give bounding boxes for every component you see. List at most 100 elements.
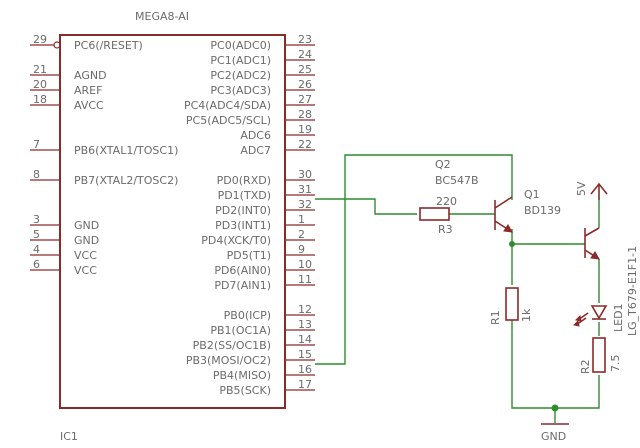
pin-number: 26 <box>298 78 312 91</box>
pin-number: 9 <box>298 243 305 256</box>
pin-name: PB5(SCK) <box>219 384 271 397</box>
wire-pd1-r3 <box>315 198 417 215</box>
pin-name: PD5(T1) <box>227 249 271 262</box>
pin-name: AVCC <box>74 99 104 112</box>
pin-number: 13 <box>298 318 312 331</box>
pin-name: PB1(OC1A) <box>210 324 271 337</box>
pin-number: 23 <box>298 33 312 46</box>
ic-pin-right: 32 PD2(INT0) <box>215 198 315 217</box>
pin-name: PB6(XTAL1/TOSC1) <box>74 144 178 157</box>
pin-number: 8 <box>33 168 40 181</box>
ic-pin-right: 23 PC0(ADC0) <box>210 33 315 52</box>
pin-name: PD7(AIN1) <box>214 279 271 292</box>
pin-number: 16 <box>298 363 312 376</box>
ic-pin-left: 21 AGND <box>30 63 107 82</box>
pin-name: ADC7 <box>240 144 271 157</box>
wires <box>315 154 600 423</box>
pin-name: PD4(XCK/T0) <box>201 234 271 247</box>
pin-name: GND <box>74 219 99 232</box>
ic-pin-right: 9 PD5(T1) <box>227 243 315 262</box>
transistor-q1 <box>584 227 600 260</box>
r2-ref: R2 <box>579 359 592 374</box>
pin-name: GND <box>74 234 99 247</box>
pin-number: 25 <box>298 63 312 76</box>
pin-number: 28 <box>298 108 312 121</box>
q2-ref: Q2 <box>435 158 451 171</box>
pin-name: PC5(ADC5/SCL) <box>186 114 271 127</box>
r3-ref: R3 <box>438 223 453 236</box>
ic-pin-right: 27 PC4(ADC4/SDA) <box>184 93 315 112</box>
ic-pin-right: 17 PB5(SCK) <box>219 378 315 397</box>
pin-number: 15 <box>298 348 312 361</box>
ground-label: GND <box>541 430 566 443</box>
pin-number: 14 <box>298 333 312 346</box>
ic-body <box>59 34 286 409</box>
pin-name: AREF <box>74 84 102 97</box>
resistor-r3 <box>419 207 450 221</box>
resistor-r1 <box>505 287 519 321</box>
ic-pin-right: 26 PC3(ADC3) <box>210 78 315 97</box>
wire-q2-q1 <box>511 229 585 245</box>
pin-name: PD2(INT0) <box>215 204 271 217</box>
pin-number: 12 <box>298 303 312 316</box>
led-ref: LED1 <box>612 303 625 332</box>
ic-pin-left: 20 AREF <box>30 78 102 97</box>
pin-name: PC6(/RESET) <box>74 39 143 52</box>
pin-number: 18 <box>33 93 47 106</box>
pin-number: 3 <box>33 213 40 226</box>
junction-gnd <box>551 404 559 412</box>
ic-pin-right: 11 PD7(AIN1) <box>214 273 315 292</box>
pin-name: PC4(ADC4/SDA) <box>184 99 271 112</box>
ic-pin-left: 3 GND <box>30 213 99 232</box>
pin-number: 20 <box>33 78 47 91</box>
pin-number: 17 <box>298 378 312 391</box>
pin-number: 11 <box>298 273 312 286</box>
pin-name: AGND <box>74 69 107 82</box>
resistor-r2 <box>592 337 606 373</box>
pin-number: 24 <box>298 48 312 61</box>
ic-pin-right: 16 PB4(MISO) <box>213 363 315 382</box>
pin-number: 30 <box>298 168 312 181</box>
pin-number: 6 <box>33 258 40 271</box>
ic-pin-right: 28 PC5(ADC5/SCL) <box>186 108 315 127</box>
pin-number: 32 <box>298 198 312 211</box>
wire-pb3-net <box>315 154 513 365</box>
pin-name: PD3(INT1) <box>215 219 271 232</box>
pin-number: 21 <box>33 63 47 76</box>
ic-pin-left: 7 PB6(XTAL1/TOSC1) <box>30 138 178 157</box>
pin-number: 27 <box>298 93 312 106</box>
r2-value: 7.5 <box>609 355 622 373</box>
q1-part: BD139 <box>524 204 561 217</box>
supply-label: 5V <box>575 181 588 196</box>
pin-name: PB3(MOSI/OC2) <box>186 354 271 367</box>
ic-name: MEGA8-AI <box>135 10 189 23</box>
q2-part: BC547B <box>435 174 479 187</box>
pin-name: PC0(ADC0) <box>210 39 271 52</box>
transistor-q2 <box>494 196 513 233</box>
pin-name: PB4(MISO) <box>213 369 271 382</box>
pin-number: 7 <box>33 138 40 151</box>
ic-pin-right: 14 PB2(SS/OC1B) <box>193 333 315 352</box>
junction-q2-emitter <box>509 241 515 247</box>
pin-name: PB2(SS/OC1B) <box>193 339 271 352</box>
pin-name: PC3(ADC3) <box>210 84 271 97</box>
pin-name: ADC6 <box>240 129 271 142</box>
pin-name: VCC <box>74 249 97 262</box>
pin-name: PD1(TXD) <box>218 189 271 202</box>
pin-name: PB0(ICP) <box>224 309 271 322</box>
supply-5v-symbol <box>590 182 608 200</box>
